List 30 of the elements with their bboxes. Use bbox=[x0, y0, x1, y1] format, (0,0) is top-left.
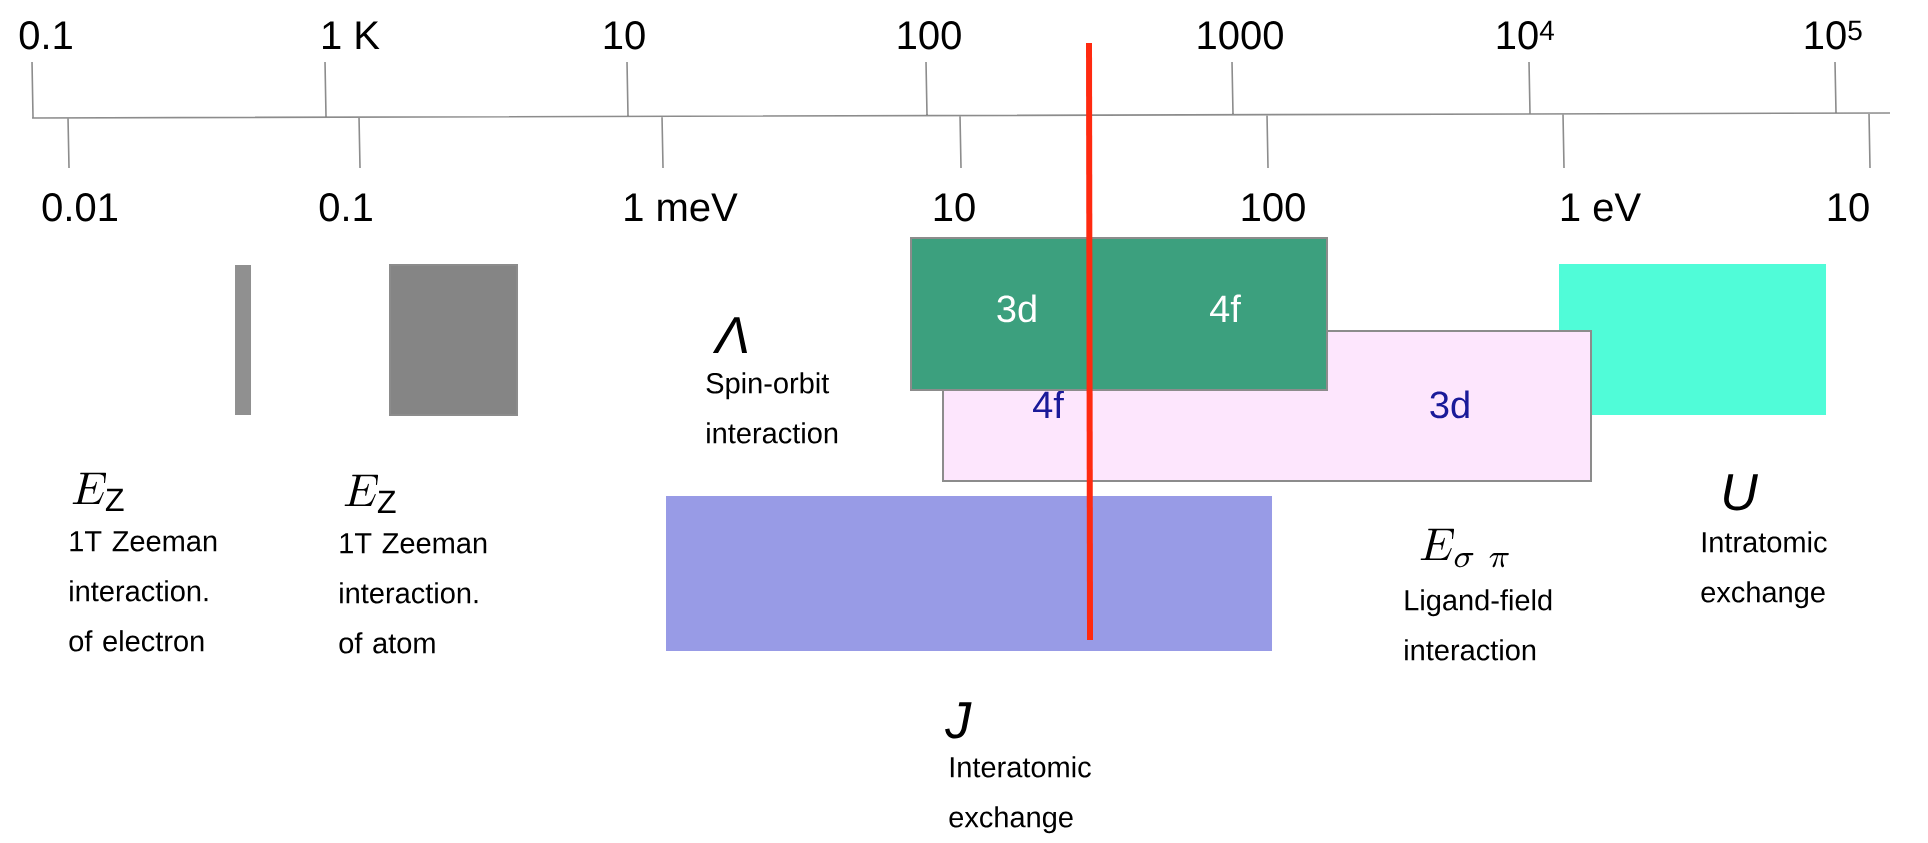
tick-label: 1000 bbox=[1198, 21, 1283, 50]
tick-label: 0.1 bbox=[19, 21, 72, 50]
description-text: 1T Zeeman interaction. of atom bbox=[339, 533, 487, 654]
tick-label: 10$^{4}$ bbox=[1497, 20, 1554, 50]
description-text: Intratomic exchange bbox=[1701, 531, 1827, 609]
description-text: Spin-orbit interaction bbox=[706, 372, 838, 444]
tick-label: 1 meV bbox=[625, 193, 738, 222]
description-text: Ligand-field interaction bbox=[1405, 589, 1552, 661]
box-label: 4f bbox=[1033, 390, 1064, 418]
tick-label: 10 bbox=[1828, 193, 1869, 222]
tick-label: 10 bbox=[934, 193, 975, 222]
symbol-label: $E_{\mathrm{Z}}$ bbox=[72, 472, 124, 511]
tick-label: 0.1 bbox=[319, 193, 372, 222]
tick-label: 10$^{5}$ bbox=[1805, 20, 1862, 50]
tick-label: 100 bbox=[898, 21, 961, 50]
symbol-label: $E_{\sigma\ \pi}$ bbox=[1420, 528, 1509, 568]
tick-label: 1 eV bbox=[1561, 193, 1641, 222]
symbol-label: Λ bbox=[712, 317, 748, 353]
box-label: 4f bbox=[1210, 294, 1241, 322]
tick-label: 10 bbox=[604, 21, 645, 50]
symbol-label: J bbox=[945, 702, 972, 739]
box-label: 3d bbox=[997, 294, 1036, 323]
symbol-label: U bbox=[1724, 474, 1758, 511]
box-label: 3d bbox=[1430, 390, 1469, 419]
description-text: 1T Zeeman interaction. of electron bbox=[69, 531, 217, 652]
symbol-label: $E_{\mathrm{Z}}$ bbox=[344, 474, 396, 513]
tick-label: 0.01 bbox=[42, 193, 117, 222]
tick-label: 100 bbox=[1242, 193, 1305, 222]
tick-label: 1 K bbox=[323, 21, 380, 49]
description-text: Interatomic exchange bbox=[949, 756, 1091, 834]
